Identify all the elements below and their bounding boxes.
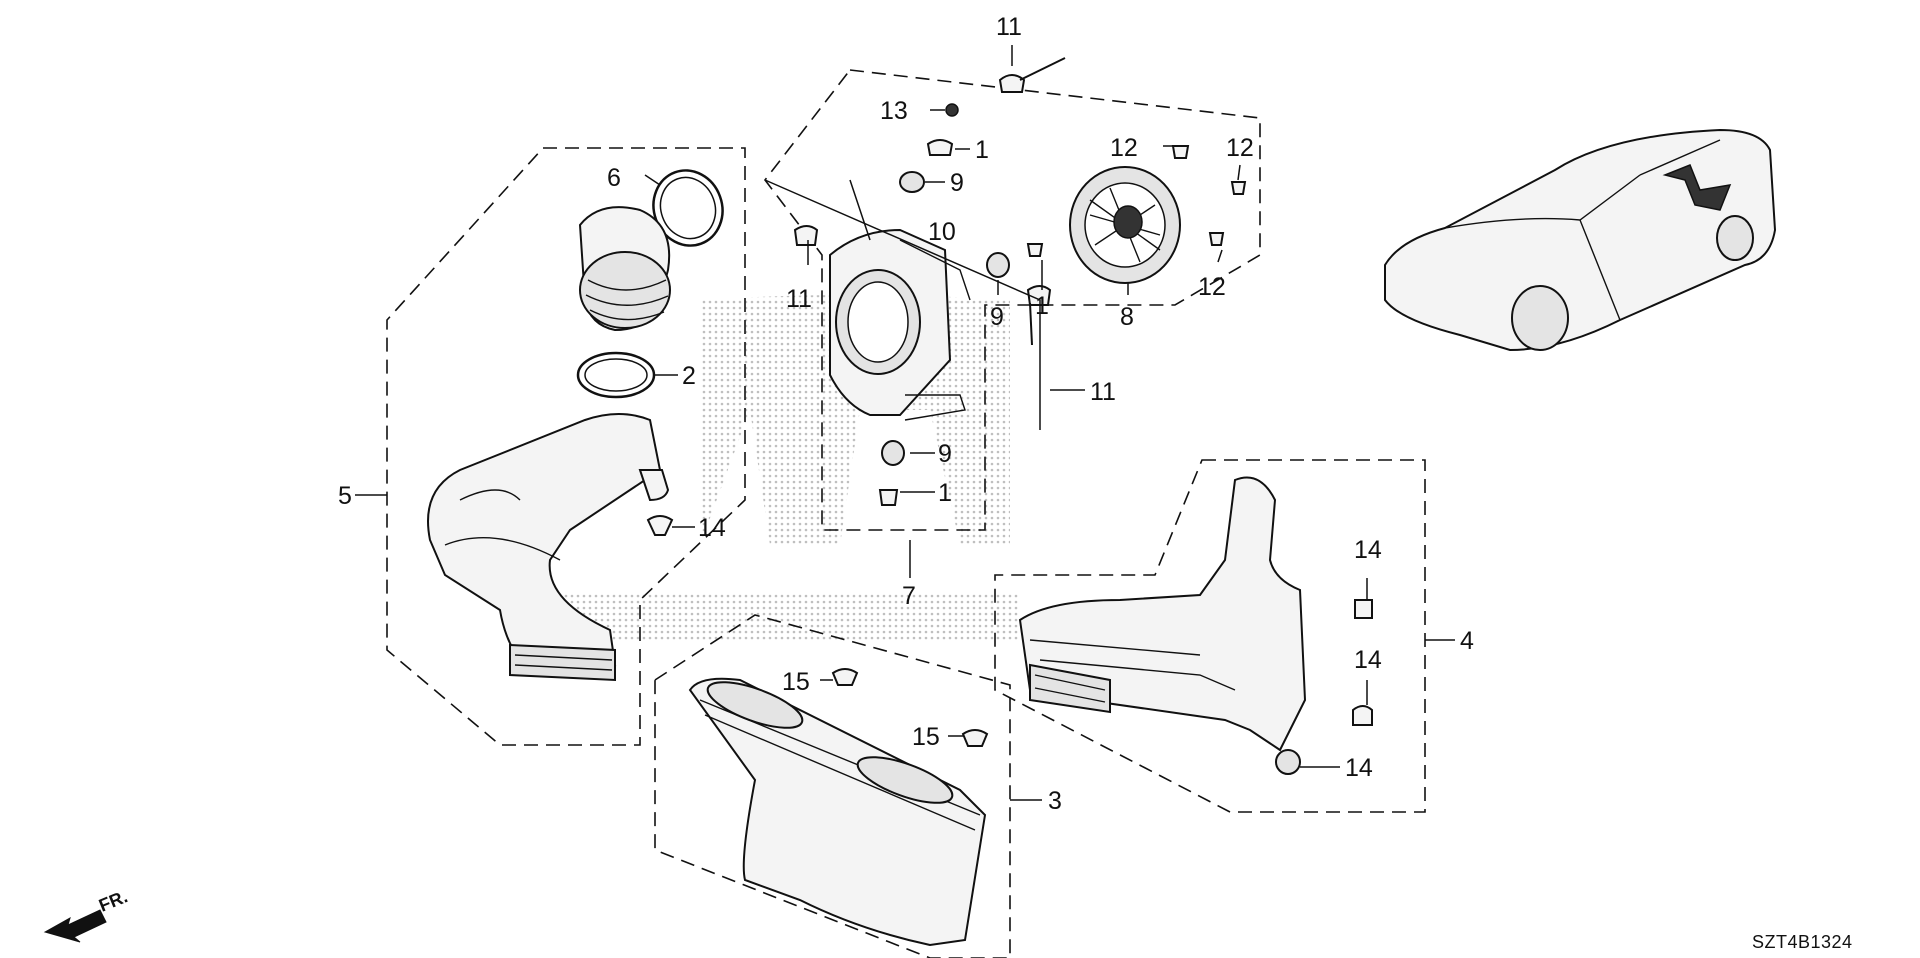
group-outlines <box>386 69 1426 958</box>
air-duct-5 <box>427 413 670 682</box>
group-outline-duct-4 <box>994 459 1426 813</box>
callout-12-b: 12 <box>1226 134 1254 162</box>
callout-9-low: 9 <box>938 440 952 468</box>
group-outline-cover-3 <box>654 614 1011 958</box>
group-outline-blower-7 <box>763 69 1261 531</box>
leader-lines <box>355 45 1455 801</box>
callout-11-right: 11 <box>1090 378 1116 406</box>
callout-1-mid: 1 <box>1035 292 1049 320</box>
callout-labels: 6 2 5 14 13 1 9 11 10 11 9 1 12 12 12 8 … <box>338 13 1474 815</box>
callout-11-left: 11 <box>786 285 812 313</box>
callout-14-left: 14 <box>698 514 726 542</box>
callout-15-a: 15 <box>782 668 810 696</box>
callout-14-r1: 14 <box>1354 536 1382 564</box>
callout-1-low: 1 <box>938 479 952 507</box>
callout-10: 10 <box>928 218 956 246</box>
callout-9-mid: 9 <box>990 303 1004 331</box>
callout-8: 8 <box>1120 303 1134 331</box>
air-duct-4 <box>1018 476 1307 752</box>
callout-5: 5 <box>338 482 352 510</box>
small-fasteners <box>793 57 1247 506</box>
o-ring-2 <box>576 351 656 399</box>
front-direction-arrow: FR. <box>43 886 130 943</box>
callout-9-top: 9 <box>950 169 964 197</box>
callout-7: 7 <box>902 582 916 610</box>
diagram-code: SZT4B1324 <box>1752 932 1853 952</box>
callout-11-top: 11 <box>996 13 1022 41</box>
callout-2: 2 <box>682 362 696 390</box>
blower-housing-10 <box>829 228 971 421</box>
callout-12-a: 12 <box>1110 134 1138 162</box>
callout-14-r2: 14 <box>1354 646 1382 674</box>
fan-housing-intake <box>578 206 671 332</box>
callout-14-r3: 14 <box>1345 754 1373 782</box>
callout-12-c: 12 <box>1198 273 1226 301</box>
fr-label: FR. <box>96 886 130 915</box>
blower-fan-motor-8 <box>1069 166 1181 284</box>
callout-1-top: 1 <box>975 136 989 164</box>
callout-13: 13 <box>880 97 908 125</box>
group-outline-duct-5 <box>386 147 746 746</box>
vehicle-location-icon <box>1384 128 1777 352</box>
callout-15-b: 15 <box>912 723 940 751</box>
duct-cover-3 <box>688 668 989 947</box>
callout-4: 4 <box>1460 627 1474 655</box>
callout-6: 6 <box>607 164 621 192</box>
callout-3: 3 <box>1048 787 1062 815</box>
